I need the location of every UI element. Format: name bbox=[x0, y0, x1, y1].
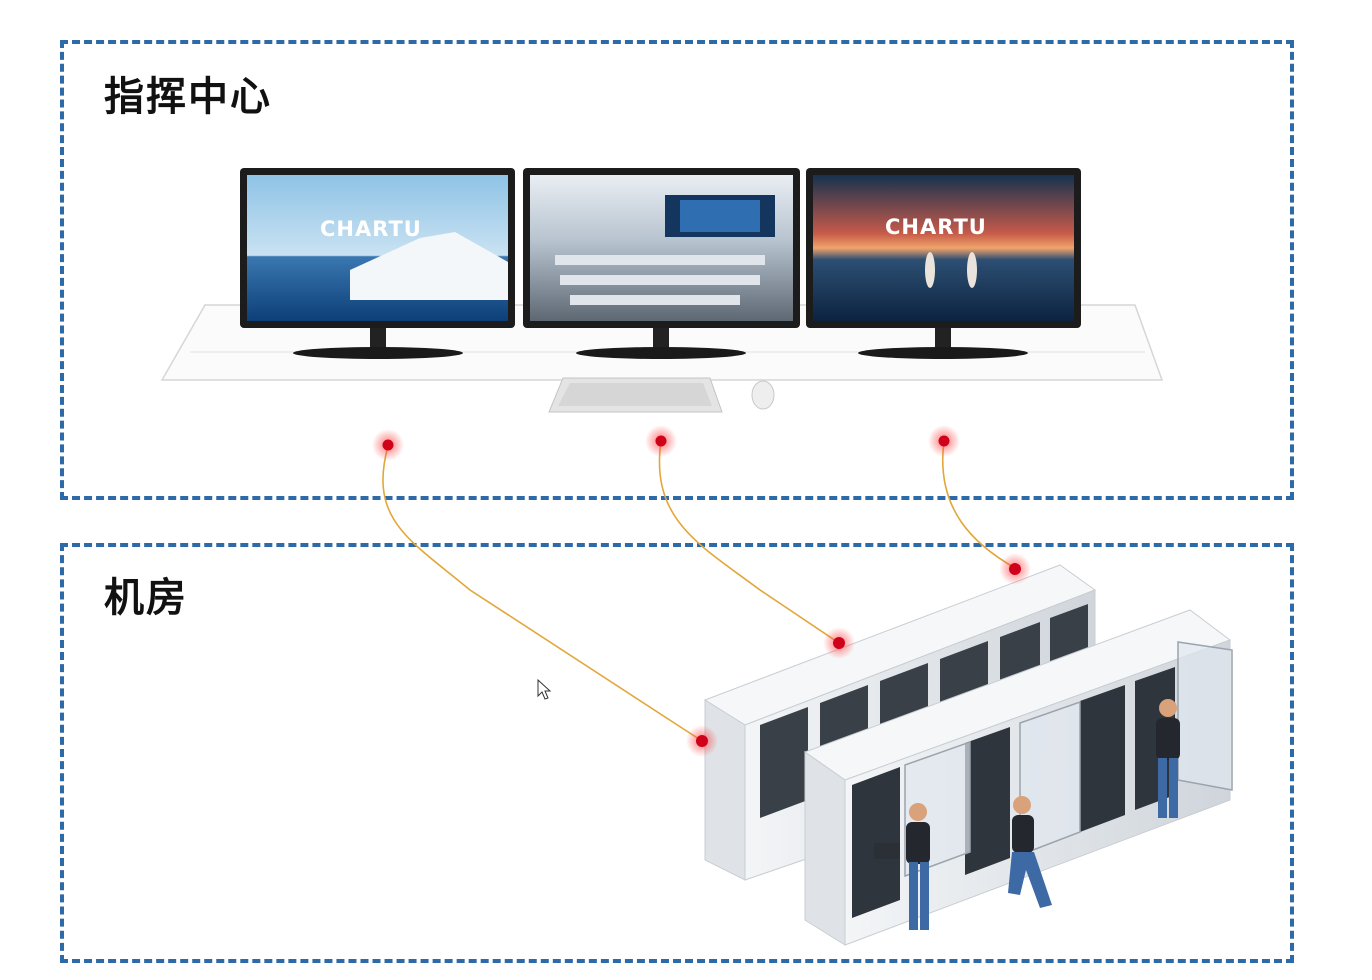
mouse bbox=[751, 380, 775, 410]
server-rack-row-front bbox=[803, 609, 1233, 946]
command-center-title: 指挥中心 bbox=[104, 73, 272, 120]
node-marker bbox=[696, 735, 708, 747]
technician-2 bbox=[1008, 796, 1052, 908]
node-marker bbox=[833, 637, 845, 649]
rack-door bbox=[1177, 641, 1233, 791]
connector-line bbox=[941, 440, 1016, 569]
command-center-zone: 指挥中心 bbox=[60, 40, 1294, 500]
mouse-cursor-icon bbox=[537, 678, 552, 700]
connector-lines bbox=[382, 440, 1016, 742]
monitor-1-brand: CHARTU bbox=[320, 217, 422, 241]
monitor-1: CHARTU bbox=[240, 168, 515, 359]
technician-1 bbox=[874, 803, 930, 930]
technician-figures bbox=[874, 699, 1180, 930]
monitor-3-brand: CHARTU bbox=[885, 215, 987, 239]
connector-line bbox=[658, 440, 840, 644]
server-room-zone: 机房 bbox=[60, 543, 1294, 963]
monitor-3: CHARTU bbox=[806, 168, 1081, 359]
technician-3 bbox=[1156, 699, 1180, 818]
node-marker bbox=[382, 439, 394, 451]
swan-icon bbox=[967, 252, 977, 288]
node-marker bbox=[1009, 563, 1021, 575]
swan-icon bbox=[925, 252, 935, 288]
server-room-title: 机房 bbox=[104, 574, 188, 621]
connector-line bbox=[382, 445, 703, 742]
node-marker bbox=[655, 435, 667, 447]
keyboard bbox=[548, 377, 723, 413]
node-marker bbox=[938, 435, 950, 447]
monitor-2 bbox=[523, 168, 800, 359]
node-markers bbox=[372, 425, 1031, 757]
mountain-illustration bbox=[350, 232, 508, 300]
